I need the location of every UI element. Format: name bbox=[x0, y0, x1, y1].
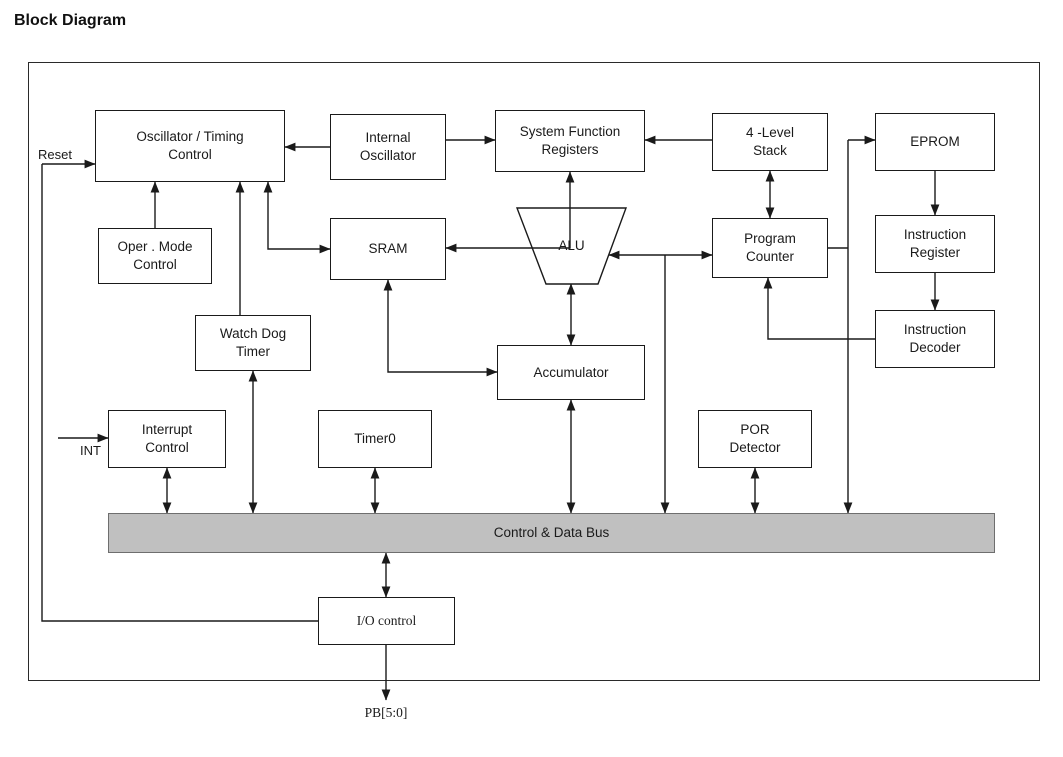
por-detector-box: POR Detector bbox=[698, 410, 812, 468]
system-function-registers-box: System Function Registers bbox=[495, 110, 645, 172]
watch-dog-timer-box: Watch Dog Timer bbox=[195, 315, 311, 371]
control-data-bus: Control & Data Bus bbox=[108, 513, 995, 553]
internal-oscillator-box: Internal Oscillator bbox=[330, 114, 446, 180]
oscillator-timing-control-box: Oscillator / Timing Control bbox=[95, 110, 285, 182]
sram-box: SRAM bbox=[330, 218, 446, 280]
alu-label: ALU bbox=[558, 238, 585, 254]
program-counter-box: Program Counter bbox=[712, 218, 828, 278]
level-stack-box: 4 -Level Stack bbox=[712, 113, 828, 171]
diagram-frame bbox=[28, 62, 1040, 681]
timer0-box: Timer0 bbox=[318, 410, 432, 468]
eprom-box: EPROM bbox=[875, 113, 995, 171]
instruction-decoder-box: Instruction Decoder bbox=[875, 310, 995, 368]
int-label: INT bbox=[80, 443, 101, 458]
reset-label: Reset bbox=[38, 147, 72, 162]
oper-mode-control-box: Oper . Mode Control bbox=[98, 228, 212, 284]
page-title: Block Diagram bbox=[14, 12, 127, 29]
pb-pins-label: PB[5:0] bbox=[364, 705, 408, 720]
io-control-box: I/O control bbox=[318, 597, 455, 645]
accumulator-box: Accumulator bbox=[497, 345, 645, 400]
interrupt-control-box: Interrupt Control bbox=[108, 410, 226, 468]
instruction-register-box: Instruction Register bbox=[875, 215, 995, 273]
